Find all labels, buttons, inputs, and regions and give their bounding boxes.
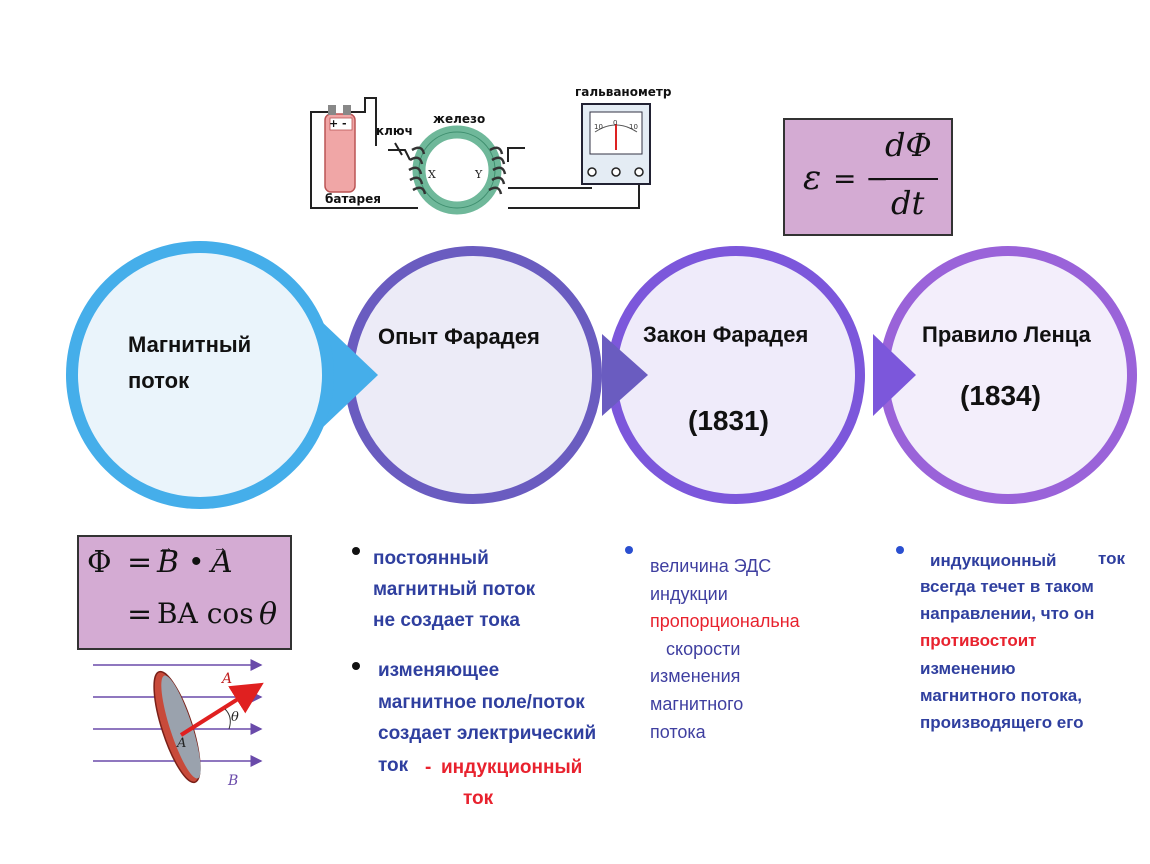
lenz-line1b: ток: [1098, 549, 1125, 568]
battery-icon: [324, 105, 356, 193]
exp-p1-line3: не создает тока: [373, 610, 520, 631]
stage-lenz-circle: [879, 246, 1137, 504]
law-line6: магнитного: [650, 694, 744, 714]
lenz-line3: направлении, что он: [920, 604, 1095, 623]
battery-plus: +: [329, 117, 338, 130]
exp-p2-line4-start: ток: [378, 755, 409, 776]
stage-experiment-circle: [344, 246, 648, 504]
exp-p2-red2: ток: [463, 788, 494, 809]
flux-B: B: [157, 545, 180, 580]
iron-ring-icon: [408, 125, 507, 215]
stage-flux-title-line2: поток: [128, 368, 190, 393]
lenz-line2: всегда течет в таком: [920, 577, 1094, 596]
formula-fraction-bar: [883, 178, 938, 180]
bullet-exp-1: [352, 547, 360, 555]
vec-a-label: A: [220, 671, 232, 687]
stage-law-circle: [607, 246, 916, 504]
exp-p1-line1: постоянный: [373, 548, 489, 569]
bullet-exp-2: [352, 662, 360, 670]
law-line4: скорости: [666, 639, 741, 659]
flux-theta: θ: [259, 597, 278, 632]
stage-lenz-year: (1834): [960, 380, 1041, 411]
area-label: A: [176, 736, 186, 751]
vec-b-label: B: [227, 773, 238, 789]
scale-mid: 0: [613, 119, 617, 127]
scale-left: 10: [594, 123, 603, 131]
iron-label: железо: [433, 112, 485, 126]
bullet-lenz: [896, 546, 904, 554]
exp-p1-line2: магнитный поток: [373, 579, 536, 600]
galvanometer-label: гальванометр: [575, 85, 672, 99]
lenz-line7: производящего его: [920, 713, 1084, 732]
bullet-law: [625, 546, 633, 554]
faraday-formula-box: ε = − dΦ dt: [783, 118, 953, 236]
flux-illustration: A θ B A: [93, 659, 264, 789]
key-label: ключ: [376, 124, 413, 138]
coil-y-label: Y: [474, 168, 483, 181]
flux-dot: •: [191, 545, 202, 578]
formula-den: dt: [891, 184, 925, 222]
battery-label: батарея: [325, 192, 381, 206]
flux-formula-box: Φ = → B • → A = BA cos θ: [77, 535, 292, 650]
lenz-line1a: индукционный: [930, 551, 1057, 570]
law-line7: потока: [650, 722, 706, 742]
exp-p2-red1: индукционный: [441, 757, 583, 778]
exp-p2-line3: создает электрический: [378, 723, 597, 744]
lenz-line6: магнитного потока,: [920, 686, 1082, 705]
flux-eq1: =: [127, 545, 153, 580]
flux-phi: Φ: [87, 545, 112, 580]
lenz-line4: противостоит: [920, 631, 1037, 650]
formula-eq-minus: = −: [833, 162, 889, 195]
coil-x-label: X: [428, 168, 436, 181]
theta-label: θ: [231, 710, 239, 725]
lenz-line5: изменению: [920, 659, 1016, 678]
flux-eq2: =: [127, 597, 153, 632]
exp-p2-line1: изменяющее: [378, 660, 500, 681]
flux-A: A: [211, 545, 233, 580]
scale-right: 10: [629, 123, 638, 131]
exp-p2-dash: -: [425, 757, 432, 778]
formula-num: dΦ: [885, 126, 932, 164]
flux-vec-arrow-a: →: [213, 539, 227, 555]
stage-lenz-title: Правило Ленца: [922, 322, 1091, 347]
stage-law-year: (1831): [688, 405, 769, 436]
law-line3: пропорциональна: [650, 611, 800, 631]
stage-experiment-title: Опыт Фарадея: [378, 324, 540, 349]
formula-eps: ε: [803, 158, 822, 198]
stage-law-title: Закон Фарадея: [643, 322, 809, 347]
exp-p2-line2: магнитное поле/поток: [378, 692, 585, 713]
circuit-diagram: + - батарея ключ железо X Y 10 0 10: [310, 85, 672, 215]
battery-minus: -: [342, 117, 347, 130]
galvanometer-icon: [581, 103, 651, 185]
flux-vec-arrow-b: →: [159, 539, 173, 555]
law-line1: величина ЭДС: [650, 556, 772, 576]
law-line5: изменения: [650, 666, 741, 686]
law-line2: индукции: [650, 584, 728, 604]
flux-rhs: BA cos: [157, 597, 254, 630]
stage-flux-title-line1: Магнитный: [128, 332, 252, 357]
stage-flux-circle: [66, 241, 378, 509]
